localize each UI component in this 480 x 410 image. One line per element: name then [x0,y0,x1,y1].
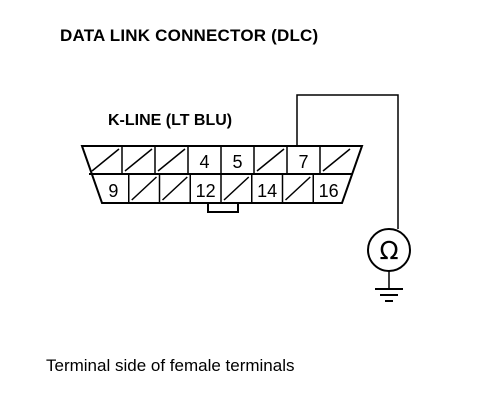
top-row-blank-terminal [157,148,186,172]
bottom-terminal-row: 9 12 14 16 [108,174,339,203]
terminal-9: 9 [108,181,118,201]
top-row-blank-terminal [322,148,351,172]
bottom-row-blank-terminal [161,176,188,201]
terminal-4: 4 [199,152,209,172]
connector-outline [80,145,364,204]
terminal-5: 5 [232,152,242,172]
terminal-12: 12 [196,181,216,201]
caption: Terminal side of female terminals [46,356,295,375]
terminal-16: 16 [319,181,339,201]
bottom-row-blank-terminal [223,176,250,201]
diagram-title: DATA LINK CONNECTOR (DLC) [60,26,319,45]
top-row-blank-terminal [124,148,153,172]
bottom-row-blank-terminal [284,176,311,201]
k-line-label: K-LINE (LT BLU) [108,112,233,129]
ohm-icon: Ω [379,236,398,265]
top-row-blank-terminal [256,148,285,172]
k-line-wire [296,94,399,229]
top-terminal-row: 4 5 7 [91,146,351,174]
connector-key-tab [207,203,239,213]
ground-icon [375,288,403,302]
top-row-blank-terminal [91,148,120,172]
terminal-14: 14 [257,181,277,201]
bottom-row-blank-terminal [131,176,158,201]
terminal-7: 7 [298,152,308,172]
